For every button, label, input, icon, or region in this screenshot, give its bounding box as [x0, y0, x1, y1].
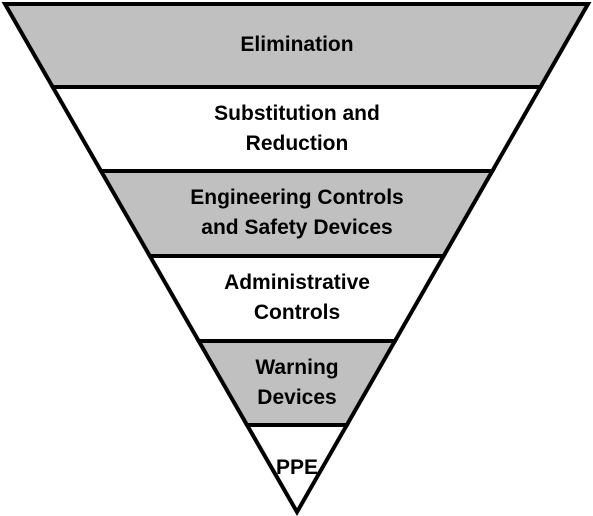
pyramid-band-5 — [195, 339, 399, 427]
band-label-line: PPE — [276, 456, 318, 479]
band-label-6: PPE — [276, 456, 318, 479]
pyramid-band-3 — [97, 169, 496, 258]
band-label-1: Elimination — [240, 33, 353, 56]
band-label-line: Engineering Controls — [190, 186, 404, 209]
band-label-line: Warning — [255, 356, 338, 379]
band-label-line: Administrative — [224, 271, 370, 294]
band-label-line: Substitution and — [214, 102, 380, 125]
band-label-line: Devices — [257, 386, 336, 409]
pyramid-band-2 — [49, 85, 544, 173]
band-label-line: and Safety Devices — [201, 216, 392, 239]
band-label-line: Controls — [254, 301, 340, 324]
band-label-line: Elimination — [240, 33, 353, 56]
pyramid-band-4 — [146, 254, 448, 343]
band-label-3: Engineering Controls and Safety Devices — [190, 186, 404, 239]
band-label-line: Reduction — [246, 132, 349, 155]
pyramid-band-6 — [243, 423, 351, 516]
